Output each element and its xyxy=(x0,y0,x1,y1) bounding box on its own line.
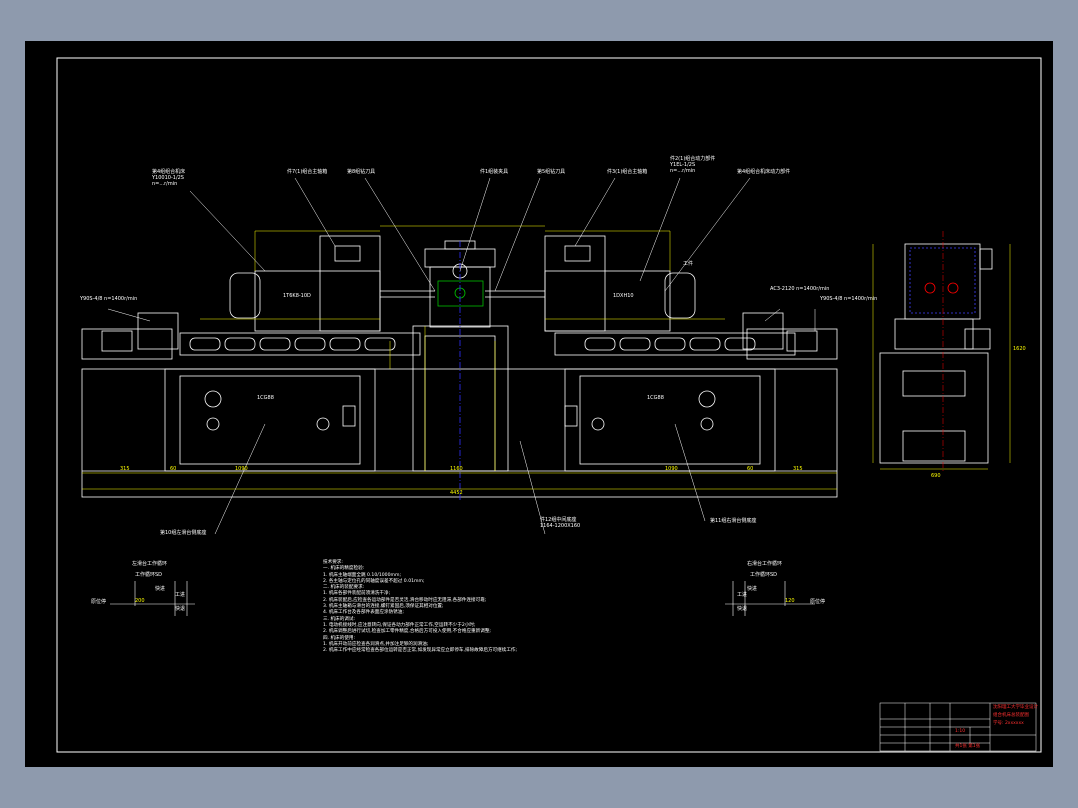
gear-label: 工件 xyxy=(683,261,694,267)
side-view xyxy=(879,243,993,464)
dim-side-1: 1090 xyxy=(235,466,248,472)
notes-line: 3. 机床主轴箱与滑台的连接,螺钉紧固后,须保证其相对位置; xyxy=(323,604,444,610)
front-view xyxy=(81,235,838,498)
side-head xyxy=(904,243,981,320)
left-table-sub: 工作循环SD xyxy=(135,572,163,578)
right-table-item-2: 快退 xyxy=(737,606,748,612)
title-scale: 1:10 xyxy=(955,729,966,734)
left-drive-motor xyxy=(137,312,179,350)
dim-side-width: 690 xyxy=(931,473,941,479)
dim-center-width: 1160 xyxy=(450,466,463,472)
right-table-sub: 工作循环SD xyxy=(750,572,778,578)
dim-gap-right: 60 xyxy=(747,466,754,472)
left-table-item-3: 原位停 xyxy=(91,599,107,605)
notes-line: 一. 机床的精度检验: xyxy=(323,566,365,572)
top-label-7: 第4组组合机床动力部件 xyxy=(737,169,791,175)
top-label-5: 件3(1)组合主轴箱 xyxy=(607,169,648,175)
head-right-text: 1DXH10 xyxy=(613,293,634,299)
notes-line: 2. 机床装配后,应检查各运动部件是否灵活,滑台移动时应无阻滞,各部件连接可靠; xyxy=(323,597,487,603)
notes-line: 1. 机床开动前应检查各润滑点,并加注足够的润滑油; xyxy=(323,641,429,647)
left-slide-table xyxy=(179,332,421,356)
inner-frame xyxy=(56,57,1042,753)
left-base-cabinet xyxy=(164,368,376,472)
right-table-item-3: 原位停 xyxy=(810,599,826,605)
right-table-item-0: 快进 xyxy=(747,586,758,592)
notes-line: 1. 机床主轴端面全跳 0.10/1000mm; xyxy=(323,572,402,578)
technical-notes: 技术要求: 一. 机床的精度检验: 1. 机床主轴端面全跳 0.10/1000m… xyxy=(323,560,743,654)
notes-title: 技术要求: xyxy=(323,560,343,565)
dim-gap-left: 60 xyxy=(170,466,177,472)
notes-line: 1. 电动机接线时,应注意转向,保证各动力部件正常工作,空运转不少于2小时; xyxy=(323,622,476,628)
bottom-left-label: 第10组左滑台侧底座 xyxy=(160,530,207,536)
motor-right-label: AC3-2120 n=1400r/min xyxy=(770,286,830,292)
top-label-1: 件7(1)组合主轴箱 xyxy=(287,169,328,175)
left-table-title: 左滑台工作循环 xyxy=(132,561,168,567)
workpiece xyxy=(437,280,484,307)
top-label-4: 第5组钻刀具 xyxy=(537,169,566,175)
middle-base xyxy=(412,325,509,472)
notes-line: 三. 机床的调试: xyxy=(323,616,356,622)
title-block xyxy=(879,702,1037,752)
base-left-text: 1CG88 xyxy=(257,395,274,401)
dim-overall: 4452 xyxy=(450,490,463,496)
title-school: 沈阳理工大学毕业设计 xyxy=(993,705,1038,710)
assembly-drawing xyxy=(56,57,1042,753)
notes-line: 2. 各主轴与定位孔的同轴度误差不超过 0.01mm; xyxy=(323,578,425,584)
dim-edge-right: 315 xyxy=(793,466,803,472)
machine-base xyxy=(81,368,838,498)
right-slide-table xyxy=(554,332,796,356)
notes-line: 4. 机床工作台及各部件表面应涂防锈油; xyxy=(323,610,404,616)
base-right-text: 1CG88 xyxy=(647,395,664,401)
dim-side-2: 1090 xyxy=(665,466,678,472)
right-power-head xyxy=(544,235,606,332)
notes-line: 2. 机床调整后进行试切,检查加工零件精度,合格后方可投入使用,不合格应重新调整… xyxy=(323,629,491,635)
bottom-right-label: 第11组右滑台侧底座 xyxy=(710,518,757,524)
left-table-dim-0: 200 xyxy=(135,598,145,604)
left-table-item-2: 快退 xyxy=(175,606,186,612)
head-left-text: 1T6K8-10D xyxy=(283,293,311,299)
notes-line: 1. 机床各部件装配前须清洗干净; xyxy=(323,591,391,597)
motor-right2-label: Y90S-4/8 n=1400r/min xyxy=(820,296,878,302)
front-dimensions xyxy=(82,225,837,490)
top-label-2: 第8组钻刀具 xyxy=(347,169,376,175)
left-table-item-1: 工进 xyxy=(175,592,186,598)
side-view-holes xyxy=(924,282,959,294)
right-spindle-head xyxy=(544,270,671,332)
cycle-diagrams xyxy=(110,581,815,616)
right-table-dim-1: 120 xyxy=(785,598,795,604)
right-base-cabinet xyxy=(564,368,776,472)
motor-left-label: Y90S-4/8 n=1400r/min xyxy=(80,296,138,302)
right-table-title: 右滑台工作循环 xyxy=(747,561,783,567)
dim-height-right: 1620 xyxy=(1013,346,1026,352)
left-table-item-0: 快进 xyxy=(155,586,166,592)
leader-lines xyxy=(107,177,816,535)
notes-line: 二. 机床的装配要求: xyxy=(323,585,365,591)
right-drive-motor xyxy=(742,312,784,350)
left-power-head xyxy=(319,235,381,332)
right-table-item-1: 工进 xyxy=(737,592,748,598)
title-line3: 学号: 2xxxxxx xyxy=(993,721,1024,726)
dim-edge-left: 315 xyxy=(120,466,130,472)
left-spindle-head xyxy=(254,270,381,332)
title-sub: 组合机床总装配图 xyxy=(993,713,1029,718)
notes-line: 2. 机床工作中应经常检查各部位运转是否正常,如发现异常应立即停车,排除故障后方… xyxy=(323,648,518,654)
notes-line: 四. 机床的使用: xyxy=(323,635,356,641)
side-base xyxy=(879,352,989,464)
top-label-3: 件1组装夹具 xyxy=(480,169,509,175)
title-sheet: 共1张 第1张 xyxy=(955,744,981,749)
